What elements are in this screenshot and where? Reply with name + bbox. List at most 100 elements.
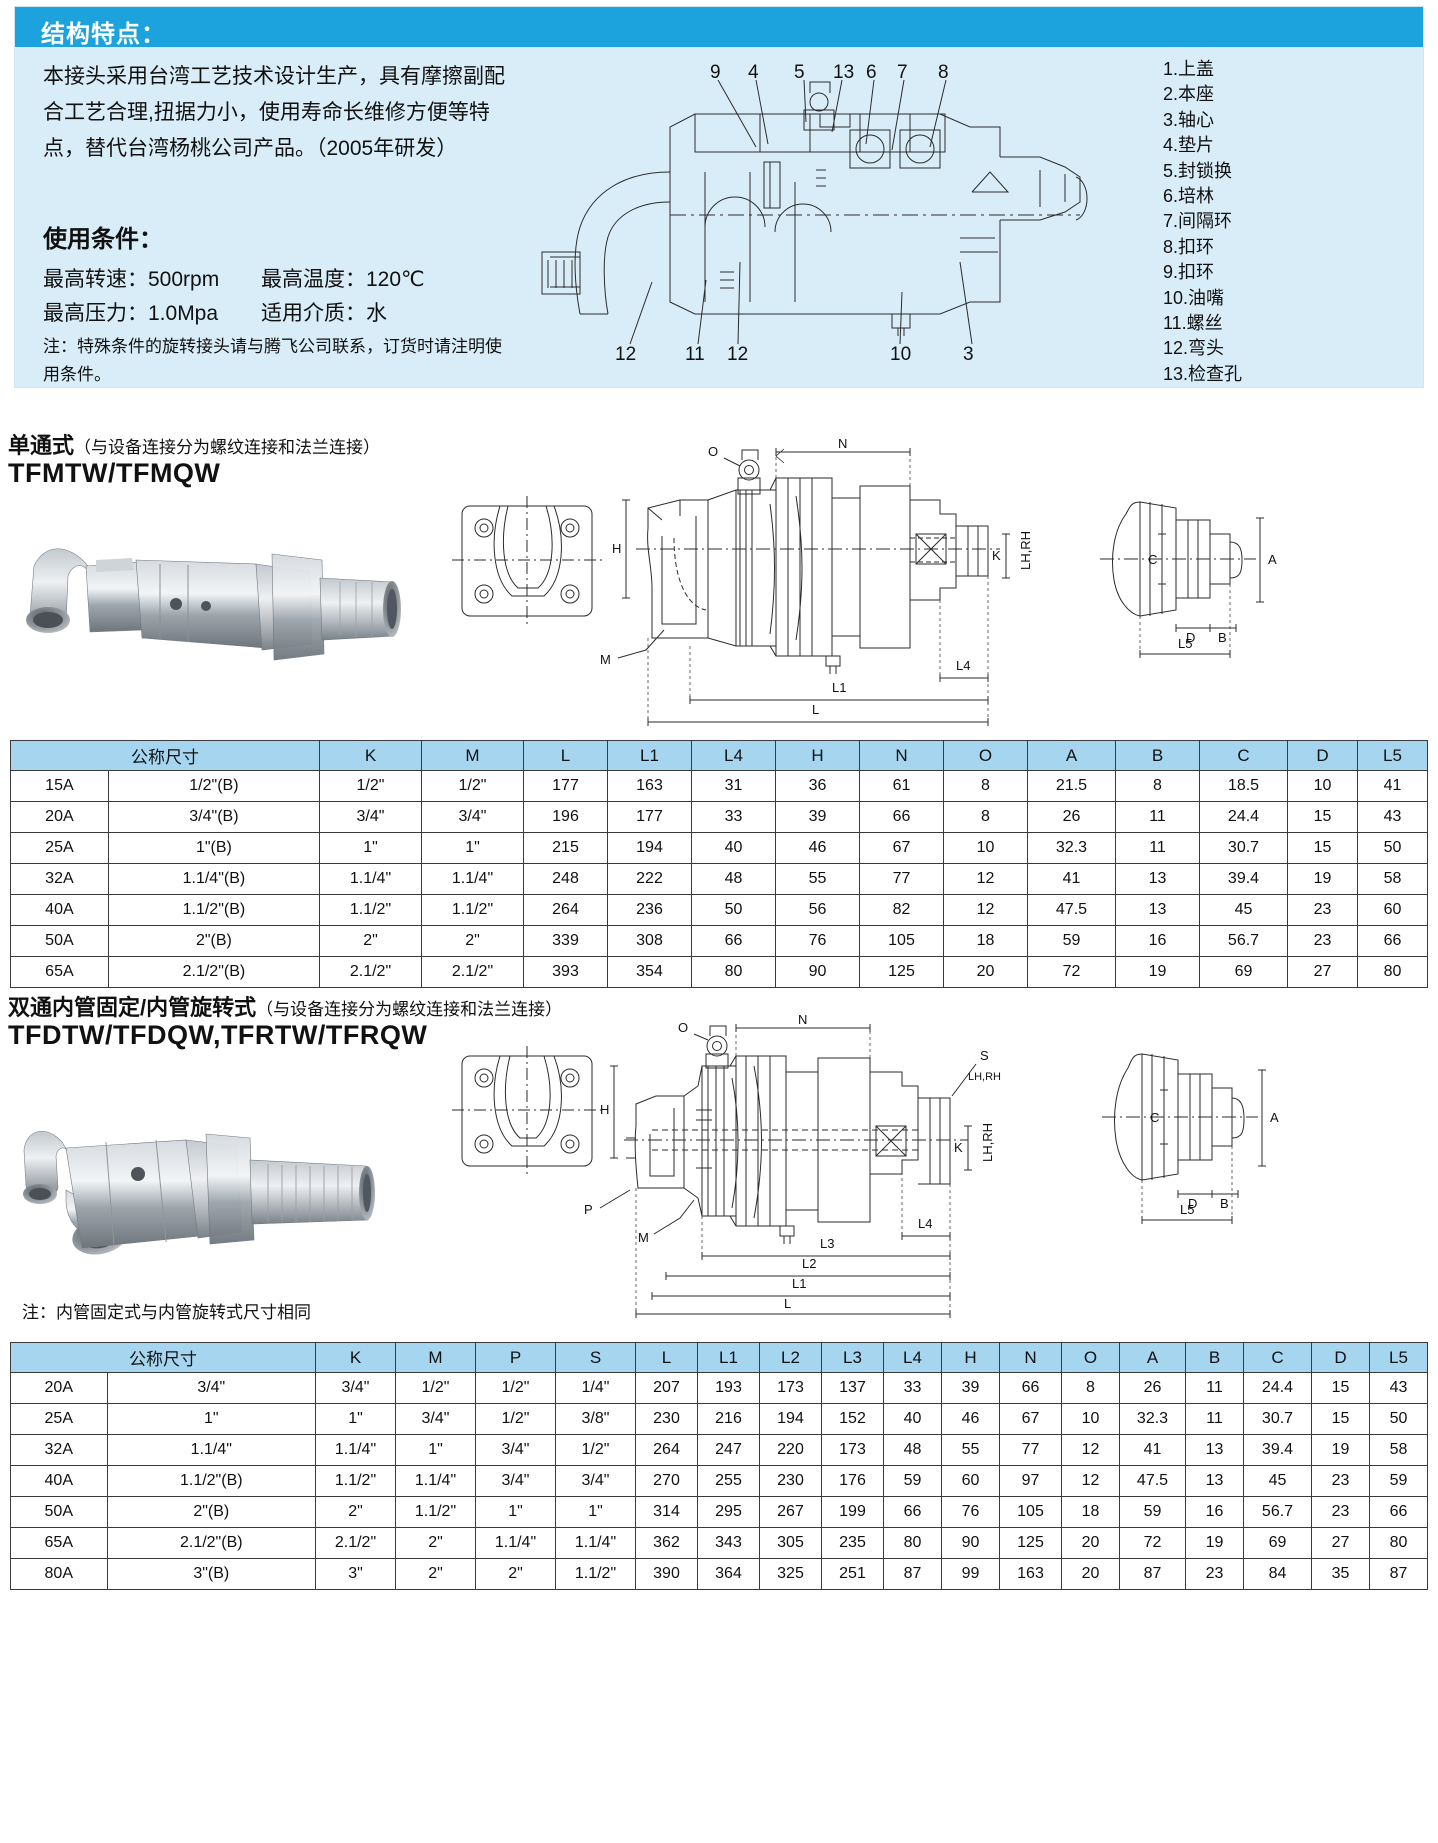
table-cell: 47.5: [1119, 1465, 1186, 1497]
part-item: 11.螺丝: [1163, 313, 1223, 334]
table-cell: 23: [1311, 1496, 1370, 1528]
table-cell: 11: [1115, 832, 1200, 864]
table-cell: 23: [1287, 894, 1358, 926]
table-cell: 82: [859, 894, 944, 926]
usage-conditions-title: 使用条件：: [43, 226, 163, 253]
table-cell: 230: [759, 1465, 822, 1497]
table-header-row: 公称尺寸 K M P S L L1 L2 L3 L4 H N O A B C D…: [10, 1342, 1428, 1373]
col-header: O: [1061, 1342, 1120, 1373]
table-cell: 59: [883, 1465, 942, 1497]
panel-header-bar: [15, 7, 1423, 47]
svg-text:D: D: [1186, 630, 1195, 645]
spec-table-dual-passage: 公称尺寸 K M P S L L1 L2 L3 L4 H N O A B C D…: [10, 1342, 1428, 1590]
col-header: L5: [1369, 1342, 1428, 1373]
svg-text:LH,RH: LH,RH: [968, 1071, 1001, 1083]
table-cell: 26: [1119, 1372, 1186, 1404]
table-cell: 1/2": [475, 1403, 556, 1435]
table-cell: 8: [943, 770, 1028, 802]
callout-number: 9: [710, 62, 721, 83]
table-header-row: 公称尺寸 K M L L1 L4 H N O A B C D L5: [10, 740, 1428, 771]
table-cell: 390: [635, 1558, 698, 1590]
table-cell: 173: [821, 1434, 884, 1466]
table-cell: 194: [607, 832, 692, 864]
table-cell: 39: [775, 801, 860, 833]
table-cell: 72: [1027, 956, 1116, 988]
table-cell: 66: [1369, 1496, 1428, 1528]
table-cell: 1"(B): [107, 832, 321, 864]
table-cell: 12: [1061, 1434, 1120, 1466]
cell-nominal-size: 40A: [10, 1465, 108, 1497]
table-cell: 235: [821, 1527, 884, 1559]
cell-nominal-size: 40A: [10, 894, 109, 926]
cell-nominal-size: 80A: [10, 1558, 108, 1590]
table-cell: 264: [635, 1434, 698, 1466]
col-header: C: [1199, 740, 1288, 771]
table-cell: 80: [691, 956, 776, 988]
table-cell: 3/4": [555, 1465, 636, 1497]
table-cell: 137: [821, 1372, 884, 1404]
table-cell: 19: [1185, 1527, 1244, 1559]
svg-text:L4: L4: [956, 658, 970, 673]
cell-nominal-size: 50A: [10, 925, 109, 957]
table-cell: 13: [1115, 894, 1200, 926]
section2-note: 注：内管固定式与内管旋转式尺寸相同: [22, 1303, 311, 1322]
table-cell: 40: [883, 1403, 942, 1435]
table-cell: 39.4: [1199, 863, 1288, 895]
table-cell: 1": [555, 1496, 636, 1528]
table-cell: 39.4: [1243, 1434, 1312, 1466]
col-header: L: [635, 1342, 698, 1373]
table-cell: 31: [691, 770, 776, 802]
table-cell: 1.1/4": [475, 1527, 556, 1559]
svg-text:A: A: [1268, 552, 1277, 567]
svg-text:L1: L1: [792, 1276, 806, 1291]
table-cell: 125: [859, 956, 944, 988]
part-item: 12.弯头: [1163, 338, 1225, 359]
col-header: A: [1119, 1342, 1186, 1373]
section2-title-bold: 双通内管固定/内管旋转式: [8, 995, 257, 1020]
table-cell: 15: [1311, 1403, 1370, 1435]
table-cell: 36: [775, 770, 860, 802]
technical-drawing-single-passage: O N H M K LH,RH L4 L1 L: [440, 438, 1430, 728]
table-cell: 59: [1027, 925, 1116, 957]
table-cell: 3/4"(B): [107, 801, 321, 833]
table-cell: 12: [943, 863, 1028, 895]
table-cell: 50: [691, 894, 776, 926]
table-cell: 8: [1115, 770, 1200, 802]
table-cell: 255: [697, 1465, 760, 1497]
table-cell: 13: [1185, 1434, 1244, 1466]
cross-section-drawing: [520, 52, 1100, 382]
col-header: K: [319, 740, 422, 771]
svg-text:L1: L1: [832, 680, 846, 695]
table-cell: 248: [523, 863, 608, 895]
table-cell: 305: [759, 1527, 822, 1559]
table-cell: 90: [941, 1527, 1000, 1559]
table-cell: 33: [691, 801, 776, 833]
table-cell: 1.1/4": [106, 1434, 317, 1466]
table-cell: 30.7: [1243, 1403, 1312, 1435]
svg-text:O: O: [678, 1020, 688, 1035]
col-header: H: [775, 740, 860, 771]
table-cell: 343: [697, 1527, 760, 1559]
table-cell: 13: [1115, 863, 1200, 895]
table-cell: 3": [315, 1558, 396, 1590]
table-cell: 35: [1311, 1558, 1370, 1590]
table-cell: 48: [691, 863, 776, 895]
svg-text:L4: L4: [918, 1216, 932, 1231]
callout-number: 5: [794, 62, 805, 83]
col-header: L2: [759, 1342, 822, 1373]
table-cell: 67: [999, 1403, 1062, 1435]
table-cell: 55: [941, 1434, 1000, 1466]
table-cell: 216: [697, 1403, 760, 1435]
table-cell: 3/4": [319, 801, 422, 833]
table-cell: 15: [1311, 1372, 1370, 1404]
svg-text:L: L: [812, 702, 819, 717]
col-header: L4: [691, 740, 776, 771]
table-cell: 105: [859, 925, 944, 957]
col-header: K: [315, 1342, 396, 1373]
table-cell: 66: [999, 1372, 1062, 1404]
